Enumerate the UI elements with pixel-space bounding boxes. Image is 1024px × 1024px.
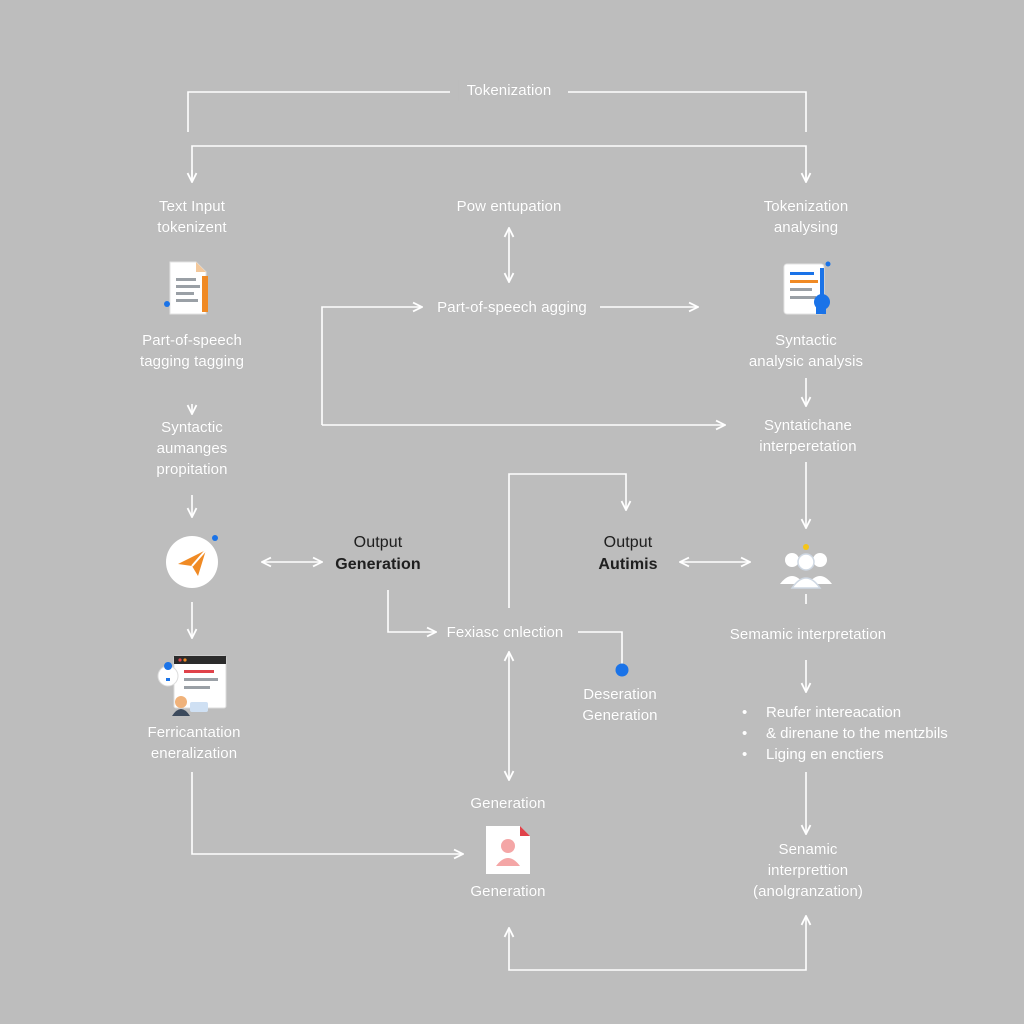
document-icon — [164, 261, 208, 315]
paper-plane-icon — [166, 535, 218, 588]
label-ferricantation: Ferricantation eneralization — [147, 724, 241, 762]
label-generation-top: Generation — [470, 795, 546, 812]
profile-document-icon — [486, 826, 530, 874]
label-pos-tagging-center: Part-of-speech agging — [437, 299, 587, 316]
list-item: & direnane to the mentzbils — [742, 723, 948, 744]
label-semamic-interpretation-top: Semamic interpretation — [729, 626, 887, 643]
label-generation-bottom: Generation — [470, 883, 546, 900]
detail-bullet-list: Reufer intereacation & direnane to the m… — [742, 702, 948, 765]
label-fexiasc-cnlection: Fexiasc cnlection — [446, 624, 564, 641]
label-syntactic-interperetation: Syntatichane interperetation — [759, 417, 857, 455]
label-pos-tagging-left: Part-of-speech tagging tagging — [139, 332, 245, 370]
label-tokenization-analysing: Tokenization analysing — [763, 198, 849, 236]
diagram-title: Tokenization — [458, 80, 560, 101]
checklist-icon — [783, 261, 831, 315]
label-text-input: Text Input tokenizent — [157, 198, 227, 236]
list-item: Reufer intereacation — [742, 702, 948, 723]
label-semamic-interprettion-bottom: Senamic interprettion (anolgranzation) — [753, 841, 863, 900]
label-syntactic-propitation: Syntactic aumanges propitation — [156, 419, 228, 478]
label-deseration-generation: Deseration Generation — [582, 686, 658, 724]
node-dot-icon — [615, 663, 629, 677]
label-output-generation: Output Generation — [335, 534, 421, 573]
label-pow-entupation: Pow entupation — [456, 198, 562, 215]
list-item: Liging en enctiers — [742, 744, 948, 765]
label-output-autimis: Output Autimis — [598, 534, 658, 573]
browser-window-icon — [157, 655, 227, 716]
user-group-icon — [780, 544, 832, 589]
label-syntactic-analysis: Syntactic analysic analysis — [748, 332, 864, 370]
